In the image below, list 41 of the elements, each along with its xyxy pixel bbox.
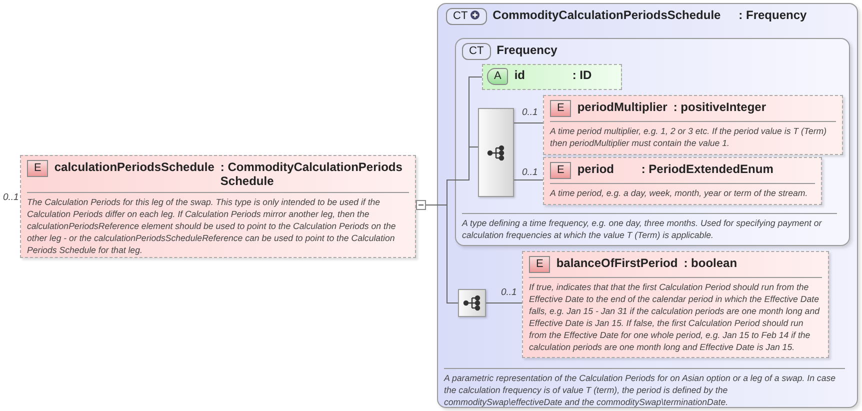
element-box (543, 95, 843, 155)
complex-type-box (437, 3, 858, 408)
multiplicity-label: 0..1 (501, 287, 517, 298)
connector-line (486, 302, 522, 304)
attribute-box (482, 64, 622, 90)
type-name: : ID (572, 68, 593, 82)
sequence-compositor-box (458, 289, 486, 317)
type-name: : boolean (684, 256, 738, 270)
node-name: balanceOfFirstPeriod (556, 256, 678, 270)
connector-line (514, 122, 544, 124)
multiplicity-label: 0..1 (3, 192, 19, 203)
description-text: A time period multiplier, e.g. 1, 2 or 3 etc. If the period value is T (Term) then periodMultiplier must contain the value 1. (550, 121, 836, 149)
node-name: CommodityCalculationPeriodsSchedule (492, 8, 722, 22)
description-text: If true, indicates that that the first Calculation Period should run from the Effective Date to the end of the calendar period in which the Effective Date falls, e.g. Jan 15 - Jan 31 if the calculation periods are one month long and Effective Date is Jan 15. If false, the first Calculation Period should run from the Effective Date for one whole period, e.g. Jan 15 to Feb 14 if the calculation periods are one month long and Effective Date is Jan 15. (529, 277, 822, 353)
node-name: periodMultiplier (577, 100, 668, 114)
description-text: A time period, e.g. a day, week, month, year or term of the stream. (550, 183, 815, 199)
element-badge: E (27, 160, 48, 177)
element-badge: E (529, 256, 550, 273)
element-badge: E (550, 100, 572, 117)
node-name: id (514, 68, 526, 82)
description-text: A parametric representation of the Calculation Periods for on Asian option or a leg of a swap. In case the calculation frequency is of value T (term), the period is defined by the commoditySwap\effectiveDate and the commoditySwap\terminationDate. (444, 368, 845, 408)
complex-type-badge: CT (462, 43, 491, 60)
type-name: : Frequency (738, 8, 808, 22)
type-name: : CommodityCalculationPeriodsSchedule (220, 160, 404, 188)
sequence-compositor-box (478, 108, 514, 197)
element-badge: E (550, 162, 572, 179)
multiplicity-label: 0..1 (522, 167, 538, 178)
complex-type-box (455, 38, 850, 246)
element-box (20, 155, 416, 258)
node-name: period (577, 162, 616, 176)
element-box (543, 157, 822, 205)
multiplicity-label: 0..1 (522, 107, 538, 118)
element-box (522, 251, 829, 358)
attribute-badge: A (487, 68, 508, 85)
description-text: A type defining a time frequency, e.g. one day, three months. Used for specifying payment or calculation frequencies at which the value T (Term) is applicable. (462, 213, 837, 241)
type-name: : positiveInteger (673, 100, 768, 114)
complex-type-badge: CT (446, 8, 487, 25)
description-text: The Calculation Periods for this leg of the swap. This type is only intended to be used if the Calculation Periods differ on each leg. If Calculation Periods mirror another leg, then the calculationPeriodsReference element should be used to point to the Calculation Periods on the other leg - or the calculationPeriodsScheduleReference can be used to point to the Calculation Periods Schedule for that leg. (27, 192, 409, 256)
type-name: : PeriodExtendedEnum (641, 162, 774, 176)
node-name: calculationPeriodsSchedule (54, 160, 214, 174)
node-name: Frequency (496, 43, 558, 57)
